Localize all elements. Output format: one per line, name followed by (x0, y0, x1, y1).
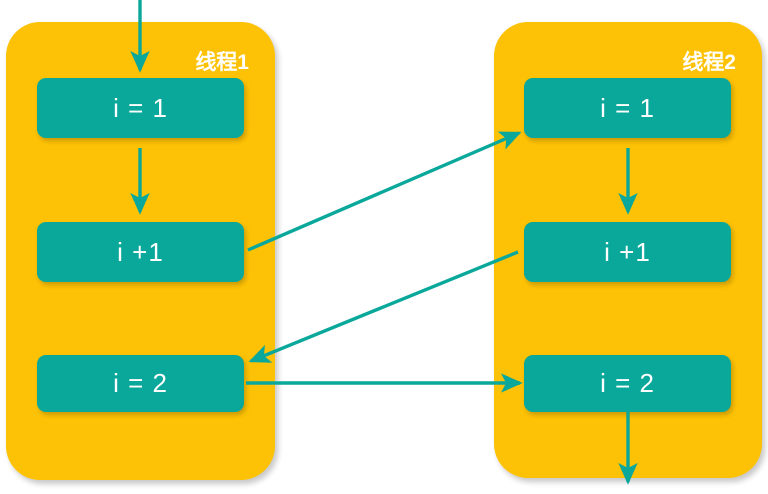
thread-panel-1: 线程1 i = 1 i +1 i = 2 (6, 22, 275, 480)
thread-1-step-2-box: i +1 (37, 222, 244, 282)
cross-arrow-t1-plus1-to-t2-i1 (247, 131, 522, 252)
thread-1-label: 线程1 (195, 51, 249, 74)
thread-2-step-3-box: i = 2 (524, 355, 731, 412)
thread-2-step-1-box: i = 1 (524, 78, 731, 138)
thread-1-step-1-box: i = 1 (37, 78, 244, 138)
thread-1-step-3-box: i = 2 (37, 355, 244, 412)
thread-2-step-2-box: i +1 (524, 222, 731, 282)
cross-arrow-t2-plus1-to-t1-i2 (248, 250, 519, 363)
thread-2-label: 线程2 (682, 51, 736, 74)
thread-panel-2: 线程2 i = 1 i +1 i = 2 (494, 22, 762, 478)
